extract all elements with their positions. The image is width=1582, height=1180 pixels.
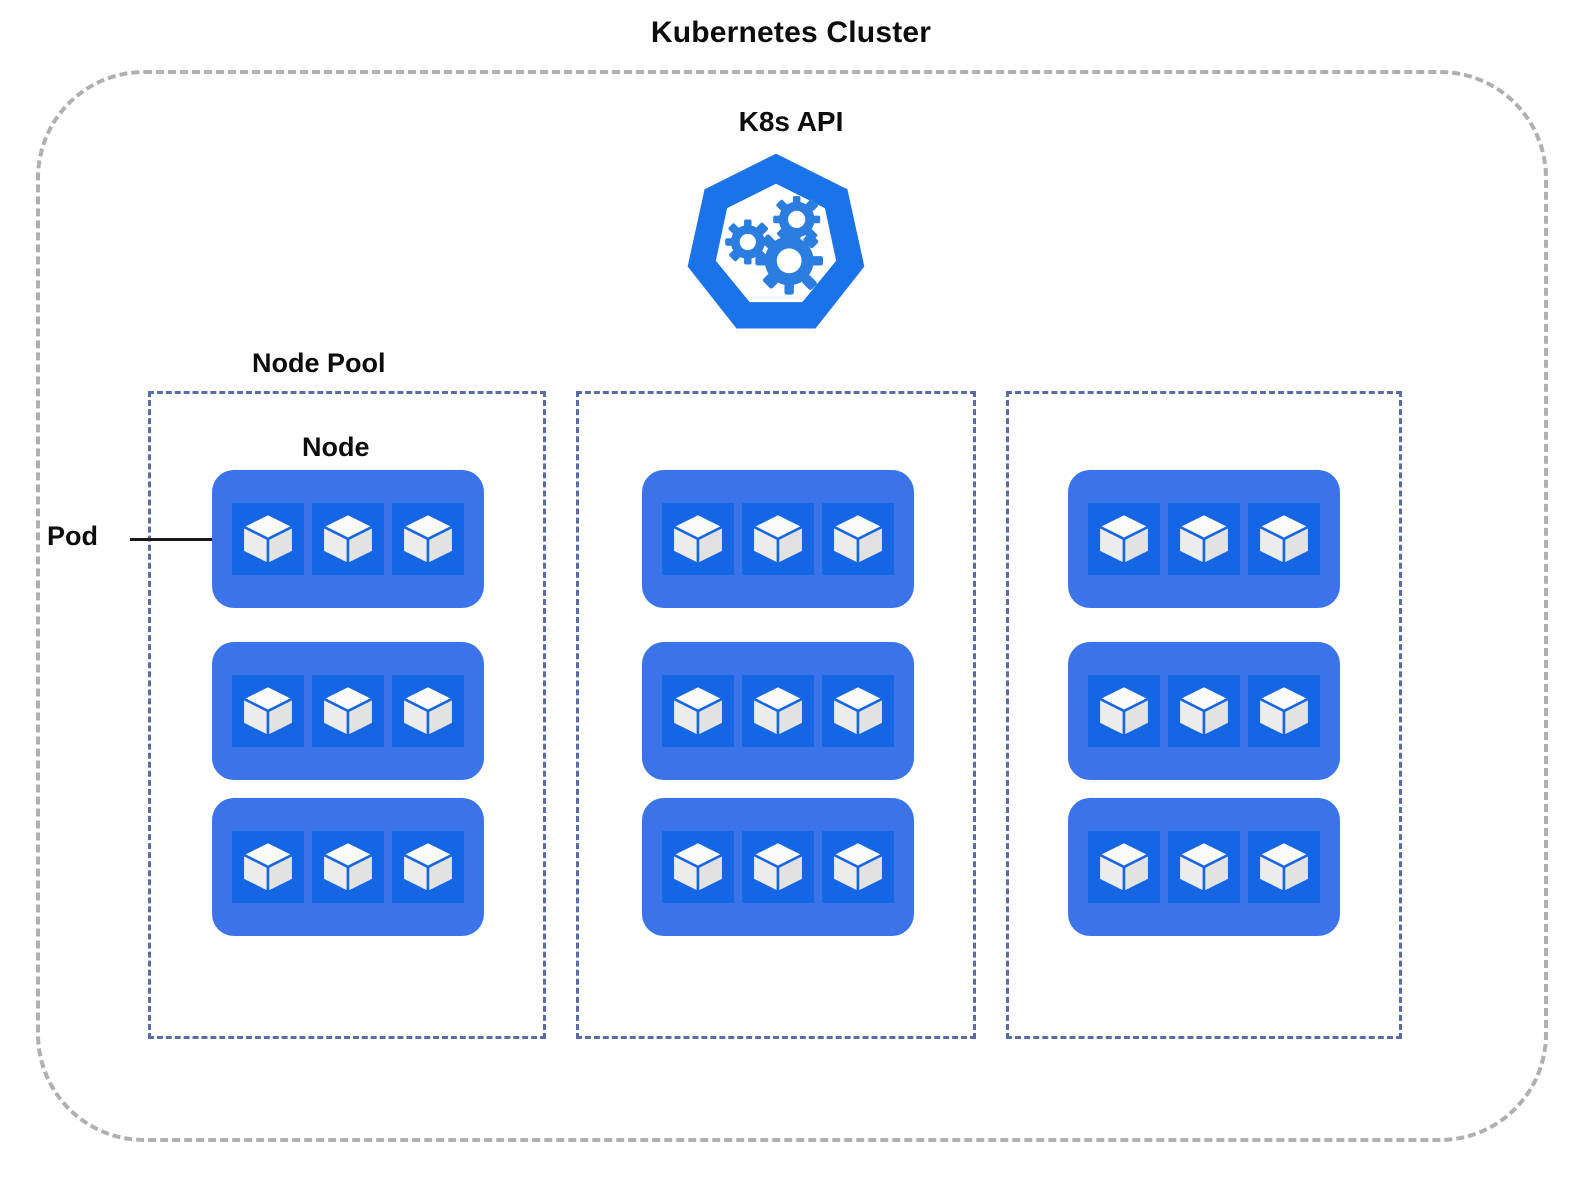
node[interactable] [1068, 798, 1340, 936]
node-pool-2[interactable] [576, 391, 976, 1039]
pod-cube-icon[interactable] [1088, 831, 1160, 903]
node[interactable] [642, 798, 914, 936]
pod-cube-icon[interactable] [742, 503, 814, 575]
pod-cube-icon[interactable] [232, 675, 304, 747]
node-pool-3[interactable] [1006, 391, 1402, 1039]
pod-cube-icon[interactable] [232, 503, 304, 575]
k8s-api-title: K8s API [738, 106, 844, 137]
kubernetes-cluster-boundary [36, 70, 1548, 1142]
node[interactable] [212, 642, 484, 780]
pod-cube-icon[interactable] [1248, 503, 1320, 575]
pod-cube-icon[interactable] [1248, 675, 1320, 747]
node[interactable] [642, 642, 914, 780]
pod-cube-icon[interactable] [662, 831, 734, 903]
pod-cube-icon[interactable] [392, 831, 464, 903]
pod-cube-icon[interactable] [232, 831, 304, 903]
pod-cube-icon[interactable] [662, 503, 734, 575]
node[interactable] [1068, 470, 1340, 608]
pod-cube-icon[interactable] [1168, 503, 1240, 575]
pod-leader-line [130, 538, 260, 541]
pod-cube-icon[interactable] [1088, 675, 1160, 747]
node[interactable] [642, 470, 914, 608]
pod-cube-icon[interactable] [822, 503, 894, 575]
pod-cube-icon[interactable] [312, 675, 384, 747]
node[interactable] [212, 798, 484, 936]
pod-cube-icon[interactable] [742, 675, 814, 747]
pod-cube-icon[interactable] [312, 831, 384, 903]
node-pool-1[interactable] [148, 391, 546, 1039]
pod-cube-icon[interactable] [392, 503, 464, 575]
pod-cube-icon[interactable] [1248, 831, 1320, 903]
cluster-title: Kubernetes Cluster [650, 16, 932, 49]
pod-cube-icon[interactable] [822, 831, 894, 903]
pod-cube-icon[interactable] [392, 675, 464, 747]
kubernetes-logo-icon [678, 148, 874, 336]
pod-cube-icon[interactable] [742, 831, 814, 903]
node[interactable] [212, 470, 484, 608]
pod-cube-icon[interactable] [312, 503, 384, 575]
pod-cube-icon[interactable] [662, 675, 734, 747]
pod-cube-icon[interactable] [1168, 831, 1240, 903]
pod-callout-label: Pod [47, 521, 98, 551]
pod-cube-icon[interactable] [1168, 675, 1240, 747]
node-pool-label: Node Pool [252, 348, 386, 378]
node[interactable] [1068, 642, 1340, 780]
pod-cube-icon[interactable] [1088, 503, 1160, 575]
pod-cube-icon[interactable] [822, 675, 894, 747]
node-label: Node [302, 432, 370, 462]
